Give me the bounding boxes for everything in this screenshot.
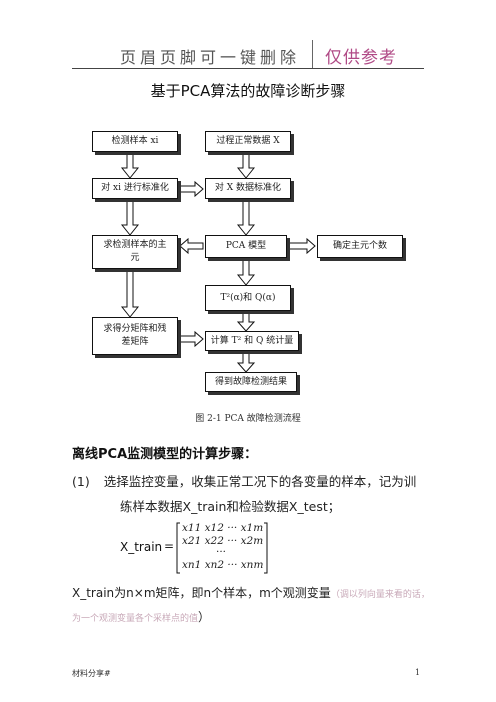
arrow-right-1 [236, 151, 256, 179]
description-note: 调以列向量来看的话，为一个观测变量各个采样点的值 [72, 590, 430, 624]
footer-left: 材料分享# [72, 669, 111, 678]
score-line-2: 差矩阵 [121, 337, 149, 347]
matrix-row-2: x21 x22 ··· x2m [182, 535, 264, 547]
arrow-left-2 [120, 198, 140, 236]
box-determine-pc: 确定主元个数 [317, 235, 403, 258]
matrix-row-3: ··· [216, 546, 227, 558]
description-note-close: ） [198, 610, 211, 624]
arrow-xi-to-x [179, 180, 204, 198]
matrix-label: X_train [120, 540, 163, 554]
box-limits: T²(α)和 Q(α) [205, 285, 291, 311]
box-result: 得到故障检测结果 [205, 372, 297, 392]
box-normal-data: 过程正常数据 X [205, 131, 291, 152]
description-note-open: （ [330, 590, 340, 600]
box-detect-sample: 检测样本 xi [92, 131, 178, 152]
matrix-row-4: xn1 xn2 ··· xnm [182, 559, 264, 571]
header-right-text: 仅供参考 [325, 48, 397, 68]
header-left-text: 页眉页脚可一键删除 [120, 48, 301, 67]
header-rule [72, 68, 424, 69]
arrow-pca-to-pc [287, 237, 316, 255]
arrow-left-1 [120, 151, 140, 179]
box-standardize-xi: 对 xi 进行标准化 [92, 178, 178, 199]
description-text: X_train为n×m矩阵，即n个样本，m个观测变量 [72, 586, 331, 600]
box-standardize-x: 对 X 数据标准化 [205, 178, 291, 199]
principal-line-2: 元 [130, 253, 140, 263]
arrow-score-to-stats [179, 330, 204, 348]
step-1-continuation: 练样本数据X_train和检验数据X_test； [120, 499, 341, 514]
section-title: 离线PCA监测模型的计算步骤： [72, 447, 258, 462]
matrix-row-1: x11 x12 ··· x1m [182, 522, 264, 534]
arrow-right-4 [236, 310, 256, 332]
document-title: 基于PCA算法的故障诊断步骤 [150, 82, 346, 100]
matrix: x11 x12 ··· x1m x21 x22 ··· x2m ··· xn1 … [176, 522, 268, 574]
box-compute-stats: 计算 T² 和 Q 统计量 [205, 331, 299, 351]
arrow-right-3 [236, 257, 256, 286]
arrow-right-2 [236, 198, 256, 236]
score-line-1: 求得分矩阵和残 [103, 324, 167, 334]
matrix-brackets [176, 522, 268, 574]
figure-caption: 图 2-1 PCA 故障检测流程 [195, 414, 301, 424]
box-principal: 求检测样本的主 元 [92, 235, 178, 269]
principal-line-1: 求检测样本的主 [103, 240, 167, 250]
description: X_train为n×m矩阵，即n个样本，m个观测变量（调以列向量来看的话，为一个… [72, 582, 432, 630]
step-1-number: (1) [72, 474, 90, 489]
arrow-right-5 [236, 350, 256, 373]
matrix-equals: = [164, 539, 175, 553]
step-1: (1) 选择监控变量，收集正常工况下的各变量的样本，记为训 [72, 468, 432, 496]
step-1-text: 选择监控变量，收集正常工况下的各变量的样本，记为训 [103, 474, 417, 489]
header-separator [312, 40, 313, 68]
box-score-matrix: 求得分矩阵和残 差矩阵 [92, 317, 178, 355]
box-pca-model: PCA 模型 [205, 235, 287, 258]
arrow-left-3 [120, 268, 140, 318]
arrow-pca-to-principal [179, 237, 204, 255]
page-number: 1 [415, 668, 421, 677]
